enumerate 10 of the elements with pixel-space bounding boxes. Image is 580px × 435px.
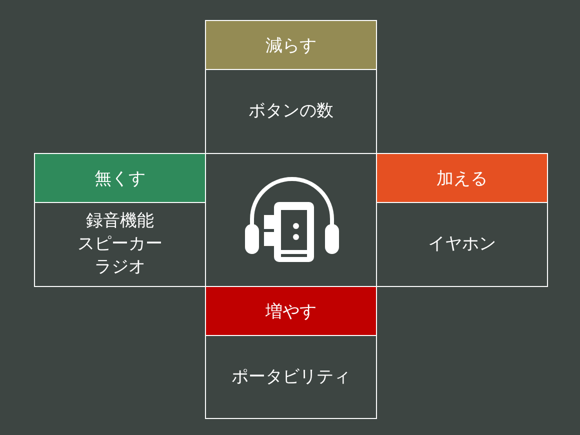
item-text: 録音機能 (86, 210, 154, 233)
heading-band: 増やす (205, 286, 377, 336)
item-text: ボタンの数 (248, 100, 334, 123)
item-text: ポータビリティ (232, 366, 350, 388)
heading-band: 加える (376, 153, 548, 203)
heading-band: 減らす (205, 20, 377, 70)
item-text: イヤホン (428, 233, 496, 256)
item-text: スピーカー (78, 233, 162, 256)
heading-band: 無くす (34, 153, 206, 203)
item-text: ラジオ (94, 256, 146, 279)
